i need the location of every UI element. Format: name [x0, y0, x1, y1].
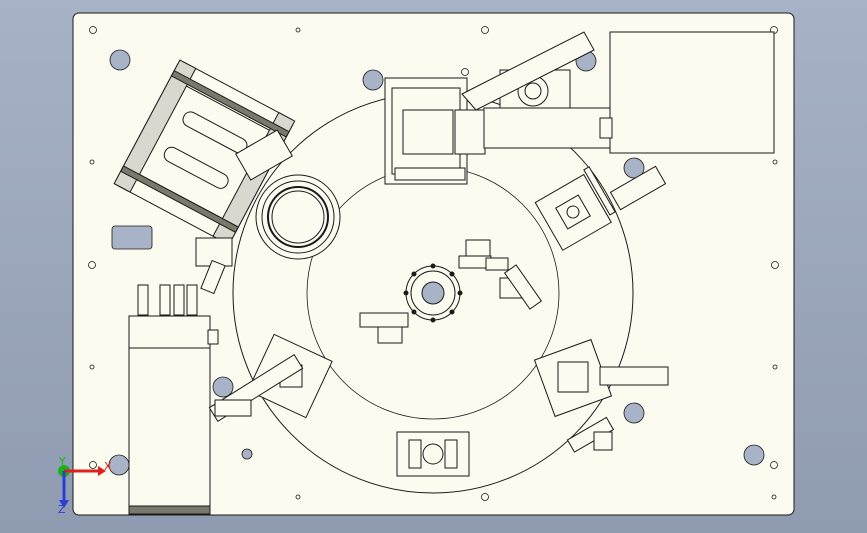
camera-bracket	[195, 129, 293, 295]
station-right-lower[interactable]	[533, 338, 669, 453]
cover-plate[interactable]	[609, 31, 775, 154]
station-left-lower[interactable]	[208, 333, 333, 422]
label-block	[111, 225, 153, 250]
station-right-arm[interactable]	[583, 165, 667, 216]
cylinder-unit[interactable]	[128, 284, 219, 515]
inner-gripper-left[interactable]	[359, 312, 409, 344]
inner-gripper-top[interactable]	[458, 239, 509, 271]
station-right-upper[interactable]	[534, 173, 612, 251]
top-gantry[interactable]	[384, 31, 613, 185]
axis-z-label: Z	[58, 503, 66, 516]
plate-screws	[88, 26, 779, 501]
center-hub[interactable]	[403, 263, 463, 323]
mounting-holes	[108, 49, 765, 476]
axis-x-label: X	[104, 460, 112, 473]
coordinate-triad: X Y Z	[58, 455, 112, 516]
inner-gripper-right[interactable]	[499, 264, 543, 310]
station-bottom[interactable]	[396, 431, 470, 477]
camera-ring[interactable]	[255, 174, 341, 260]
axis-y-label: Y	[58, 455, 66, 468]
